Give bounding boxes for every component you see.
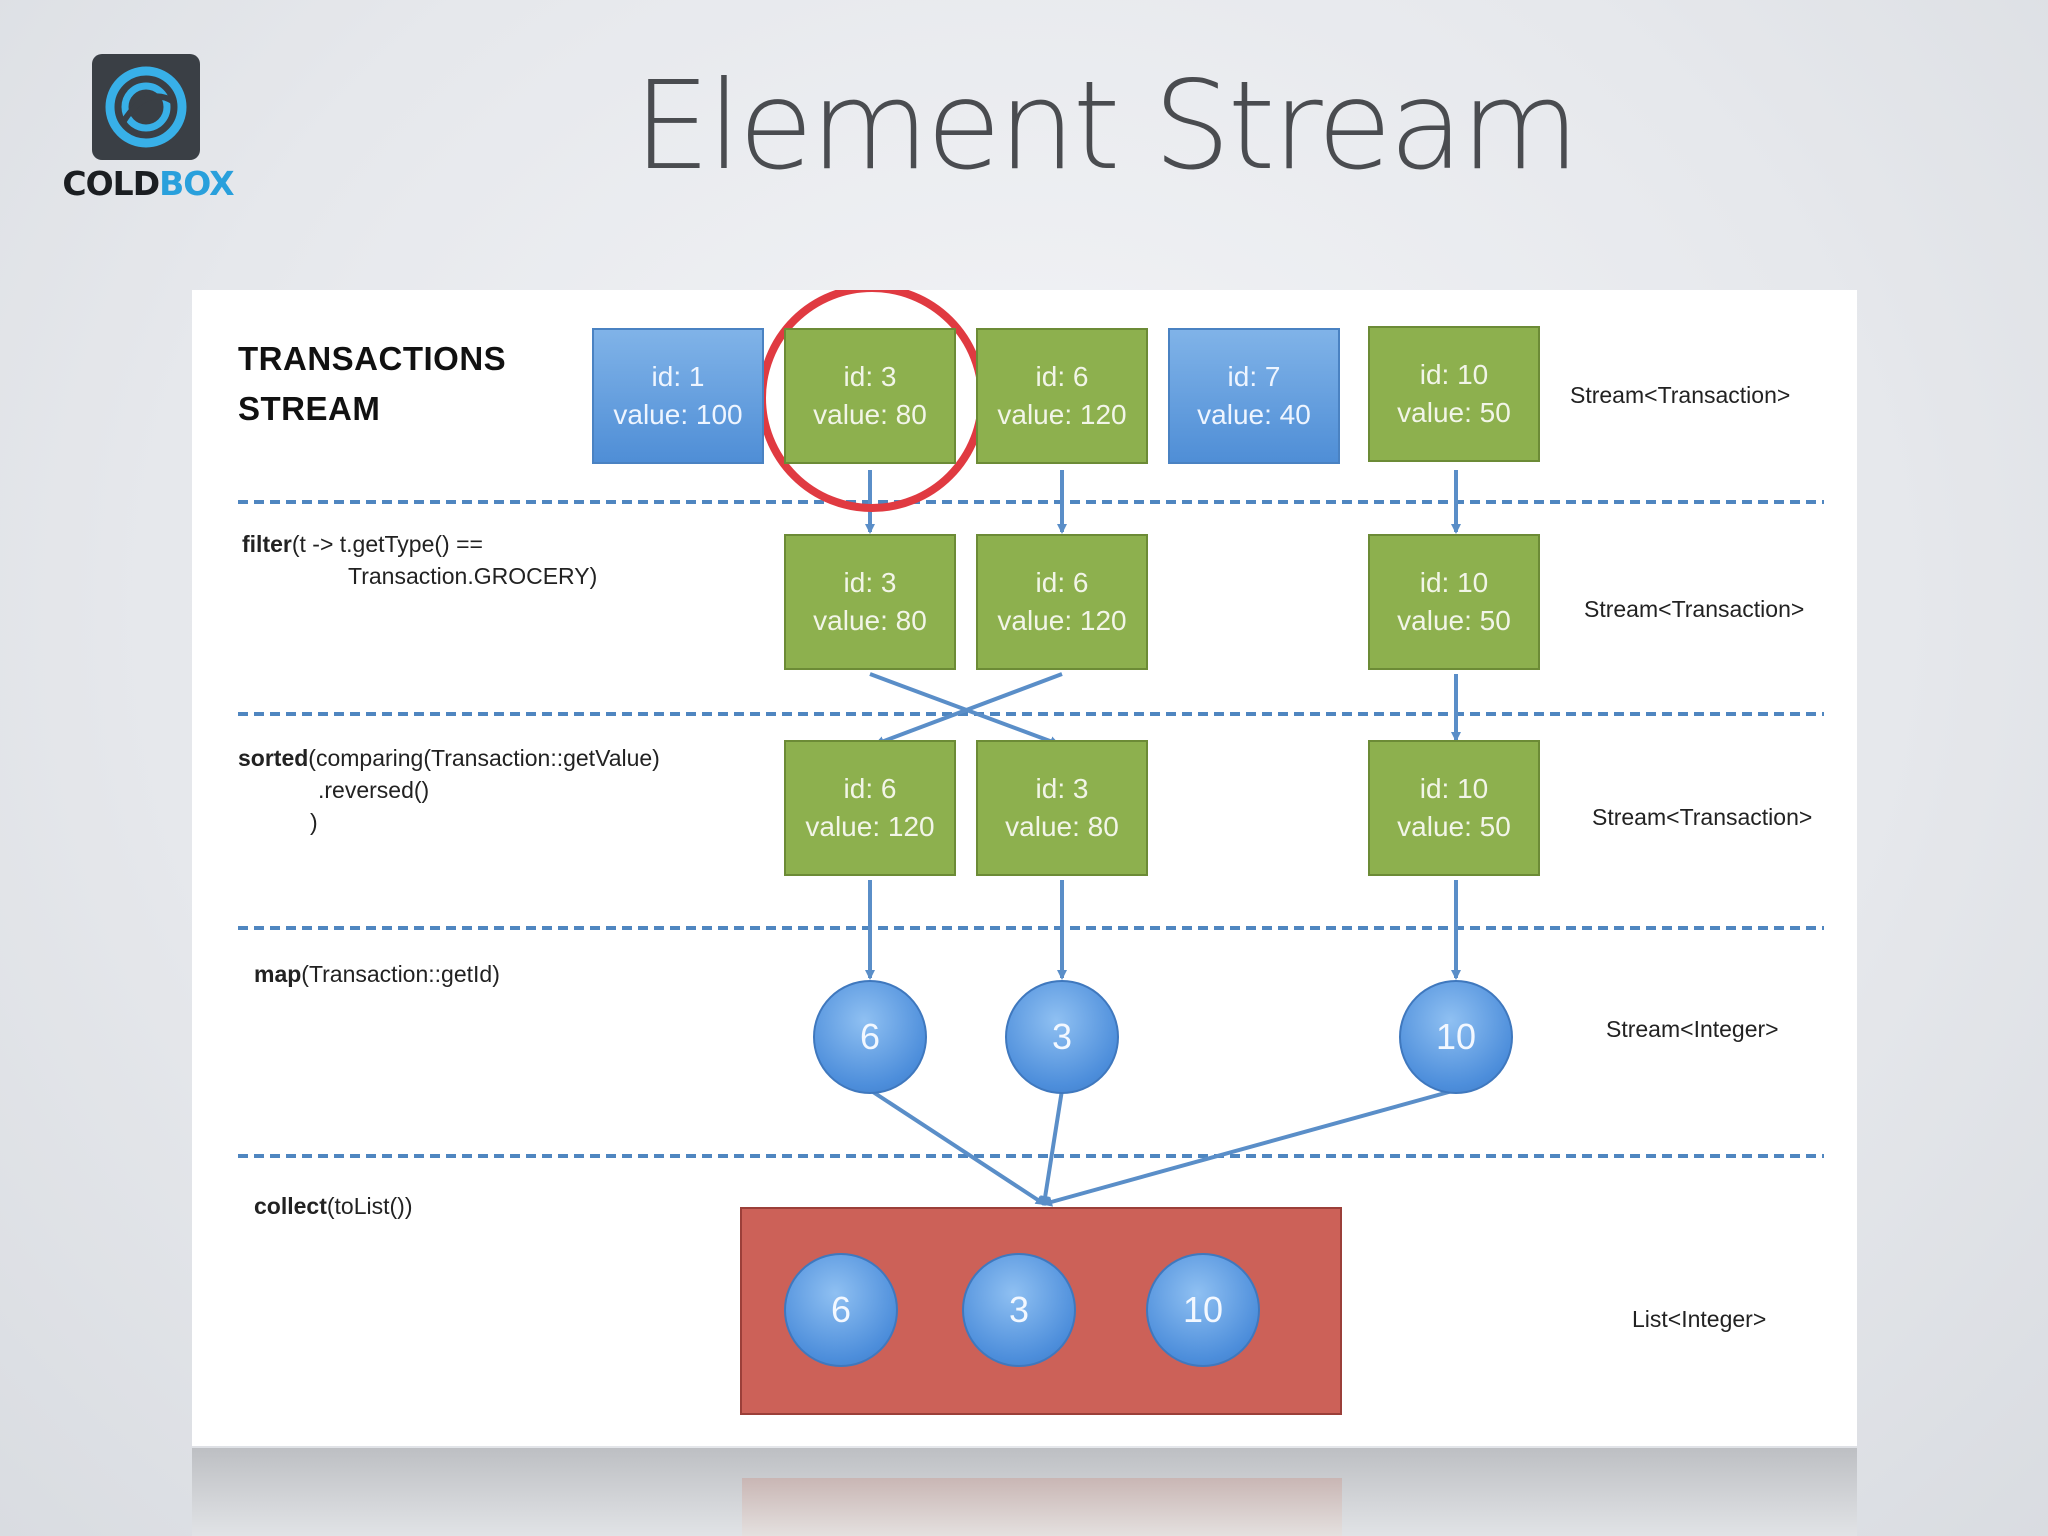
coldbox-logo-text: COLDBOX	[58, 164, 238, 203]
transaction-value: value: 80	[813, 399, 927, 430]
collect-type-label: List<Integer>	[1632, 1306, 1767, 1332]
list-integer-circle: 6	[784, 1253, 898, 1367]
transaction-value: value: 40	[1197, 399, 1311, 430]
transaction-value: value: 50	[1397, 605, 1511, 636]
panel-reflection-box	[742, 1478, 1342, 1536]
coldbox-logo: COLDBOX	[58, 52, 238, 203]
transaction-id: id: 7	[1227, 361, 1281, 392]
filter-transaction-box: id: 10 value: 50	[1368, 534, 1540, 670]
source-title-line1: TRANSACTIONS	[238, 340, 507, 377]
filter-transaction-box: id: 6 value: 120	[976, 534, 1148, 670]
transaction-id: id: 3	[1035, 773, 1089, 804]
transaction-value: value: 50	[1397, 397, 1511, 428]
source-transaction-box: id: 1 value: 100	[592, 328, 764, 464]
sorted-transaction-box: id: 10 value: 50	[1368, 740, 1540, 876]
coldbox-logo-icon	[92, 54, 200, 160]
transaction-id: id: 6	[843, 773, 897, 804]
source-transaction-box: id: 7 value: 40	[1168, 328, 1340, 464]
source-type-label: Stream<Transaction>	[1570, 382, 1791, 408]
sorted-transaction-box: id: 3 value: 80	[976, 740, 1148, 876]
sorted-args-line1: (comparing(Transaction::getValue)	[308, 745, 660, 771]
flow-arrows	[865, 470, 1461, 1207]
result-list-box: 6 3 10	[740, 1207, 1342, 1415]
sorted-args-line3: )	[310, 809, 318, 835]
map-integer-circle: 10	[1399, 980, 1513, 1094]
arrow-map-6-collect	[868, 1088, 1046, 1206]
arrow-map-3-collect	[1040, 1089, 1064, 1206]
logo-text-dark: COLD	[62, 164, 160, 203]
transaction-value: value: 120	[997, 399, 1127, 430]
arrow-map-10-collect	[1042, 1088, 1457, 1207]
transaction-id: id: 1	[651, 361, 705, 392]
source-transaction-box: id: 6 value: 120	[976, 328, 1148, 464]
transaction-id: id: 6	[1035, 567, 1089, 598]
collect-op-label: collect(toList())	[254, 1190, 413, 1222]
transaction-id: id: 3	[843, 567, 897, 598]
map-op-name: map	[254, 961, 302, 987]
filter-type-label: Stream<Transaction>	[1584, 596, 1805, 622]
logo-text-blue: BOX	[159, 164, 234, 203]
sorted-op-name: sorted	[238, 745, 309, 771]
sorted-type-label: Stream<Transaction>	[1592, 804, 1813, 830]
transaction-value: value: 80	[1005, 811, 1119, 842]
transaction-value: value: 120	[805, 811, 935, 842]
collect-args: (toList())	[326, 1193, 413, 1219]
sorted-transaction-box: id: 6 value: 120	[784, 740, 956, 876]
map-integer-circle: 3	[1005, 980, 1119, 1094]
map-args: (Transaction::getId)	[301, 961, 500, 987]
transaction-id: id: 3	[843, 361, 897, 392]
filter-op-name: filter	[242, 531, 292, 557]
filter-args-line2: Transaction.GROCERY)	[348, 563, 598, 589]
transaction-value: value: 100	[613, 399, 743, 430]
map-op-label: map(Transaction::getId)	[254, 958, 500, 990]
stage-dividers	[238, 500, 1824, 1158]
transaction-id: id: 10	[1419, 567, 1489, 598]
transaction-value: value: 80	[813, 605, 927, 636]
diagram-panel: TRANSACTIONS STREAM id: 1 value: 100 id:…	[192, 290, 1857, 1446]
collect-op-name: collect	[254, 1193, 327, 1219]
list-integer-circle: 10	[1146, 1253, 1260, 1367]
slide-title: Element Stream	[633, 55, 1579, 197]
filter-op-label: filter(t -> t.getType() ==	[242, 528, 483, 560]
arrow-filter-6-sorted	[874, 672, 1063, 746]
source-transaction-box: id: 3 value: 80	[784, 328, 956, 464]
sorted-op-label: sorted(comparing(Transaction::getValue)	[238, 742, 660, 774]
transaction-id: id: 10	[1419, 773, 1489, 804]
transaction-id: id: 10	[1419, 359, 1489, 390]
sorted-args-line2: .reversed()	[318, 777, 430, 803]
source-transaction-box: id: 10 value: 50	[1368, 326, 1540, 462]
transaction-value: value: 50	[1397, 811, 1511, 842]
transaction-value: value: 120	[997, 605, 1127, 636]
list-integer-circle: 3	[962, 1253, 1076, 1367]
filter-args-line1: (t -> t.getType() ==	[291, 531, 483, 557]
filter-transaction-box: id: 3 value: 80	[784, 534, 956, 670]
transaction-id: id: 6	[1035, 361, 1089, 392]
source-title-line2: STREAM	[238, 390, 381, 427]
panel-reflection	[192, 1448, 1857, 1536]
source-stage-title: TRANSACTIONS STREAM	[238, 334, 506, 434]
map-integer-circle: 6	[813, 980, 927, 1094]
map-type-label: Stream<Integer>	[1606, 1016, 1779, 1042]
